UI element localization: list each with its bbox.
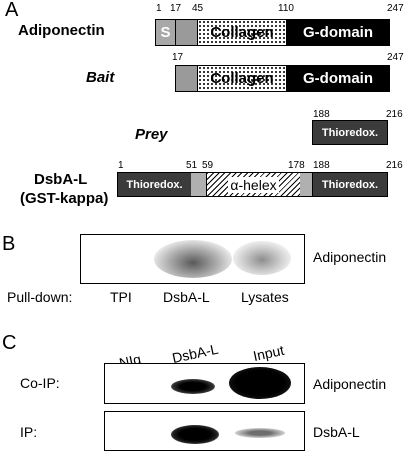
coip-protein: Adiponectin — [313, 376, 387, 392]
lane-dsba: DsbA-L — [163, 289, 210, 305]
bait-g-domain: G-domain — [286, 65, 390, 92]
ip-blot — [104, 411, 305, 451]
signal-label: S — [160, 24, 171, 41]
bait-gdomain-label: G-domain — [303, 70, 373, 87]
dsba-num-216: 216 — [386, 160, 403, 171]
prey-num-188: 188 — [313, 109, 330, 120]
panel-b-blot — [80, 234, 305, 284]
adiponectin-collagen-domain: Collagen — [197, 19, 287, 46]
prey-domain-label: Thioredox. — [321, 126, 379, 139]
adiponectin-num-110: 110 — [278, 3, 294, 14]
coip-label: Co-IP: — [20, 375, 60, 391]
bait-label: Bait — [86, 69, 115, 86]
panel-c-letter: C — [2, 332, 17, 354]
prey-num-216: 216 — [386, 109, 403, 120]
panel-b-row-label: Adiponectin — [313, 249, 387, 265]
coip-input-band — [229, 367, 291, 399]
lane-input: Input — [251, 341, 286, 364]
adiponectin-gdomain-label: G-domain — [303, 24, 373, 41]
ip-dsba-band — [171, 425, 219, 444]
adiponectin-signal-peptide: S — [155, 19, 176, 46]
dsba-thioredoxin-left: Thioredox. — [117, 172, 192, 197]
bait-collagen-label: Collagen — [210, 70, 274, 87]
dsba-num-188: 188 — [313, 160, 330, 171]
lysate-band — [233, 241, 291, 275]
panel-a-letter: A — [5, 0, 19, 21]
coip-blot — [104, 363, 305, 404]
dsba-left-label: Thioredox. — [126, 178, 183, 191]
dsba-linker-right — [300, 172, 313, 197]
ip-input-band — [235, 428, 285, 438]
dsba-thioredoxin-right: Thioredox. — [312, 172, 388, 197]
prey-thioredoxin-domain: Thioredox. — [312, 120, 388, 145]
adiponectin-g-domain: G-domain — [286, 19, 390, 46]
adiponectin-num-17: 17 — [170, 3, 182, 14]
dsba-helix-label: α-helex — [228, 176, 279, 193]
dsba-alpha-helix: α-helex — [206, 172, 301, 197]
bait-num-17: 17 — [172, 52, 184, 63]
dsba-num-178: 178 — [288, 160, 305, 171]
adiponectin-linker — [175, 19, 198, 46]
dsba-num-1: 1 — [118, 160, 124, 171]
dsba-num-51: 51 — [186, 160, 198, 171]
adiponectin-collagen-label: Collagen — [210, 24, 274, 41]
dsba-linker-left — [191, 172, 207, 197]
dsba-pulldown-band — [154, 240, 232, 278]
lane-lysates: Lysates — [241, 289, 289, 305]
adiponectin-label: Adiponectin — [18, 22, 105, 39]
dsba-sublabel: (GST-kappa) — [20, 190, 109, 207]
adiponectin-num-247: 247 — [387, 3, 404, 14]
ip-label: IP: — [20, 424, 38, 440]
lane-tpi: TPI — [110, 289, 132, 305]
dsba-num-59: 59 — [202, 160, 214, 171]
dsba-right-label: Thioredox. — [321, 178, 379, 191]
panel-b-letter: B — [2, 233, 16, 255]
pulldown-label: Pull-down: — [7, 289, 73, 305]
prey-label: Prey — [135, 126, 168, 143]
dsba-label: DsbA-L — [34, 171, 88, 188]
coip-dsba-band — [171, 379, 215, 394]
adiponectin-num-1: 1 — [156, 3, 162, 14]
bait-collagen-domain: Collagen — [197, 65, 287, 92]
adiponectin-num-45: 45 — [192, 3, 204, 14]
bait-linker — [175, 65, 198, 92]
bait-num-247: 247 — [387, 52, 404, 63]
ip-protein: DsbA-L — [313, 424, 360, 440]
